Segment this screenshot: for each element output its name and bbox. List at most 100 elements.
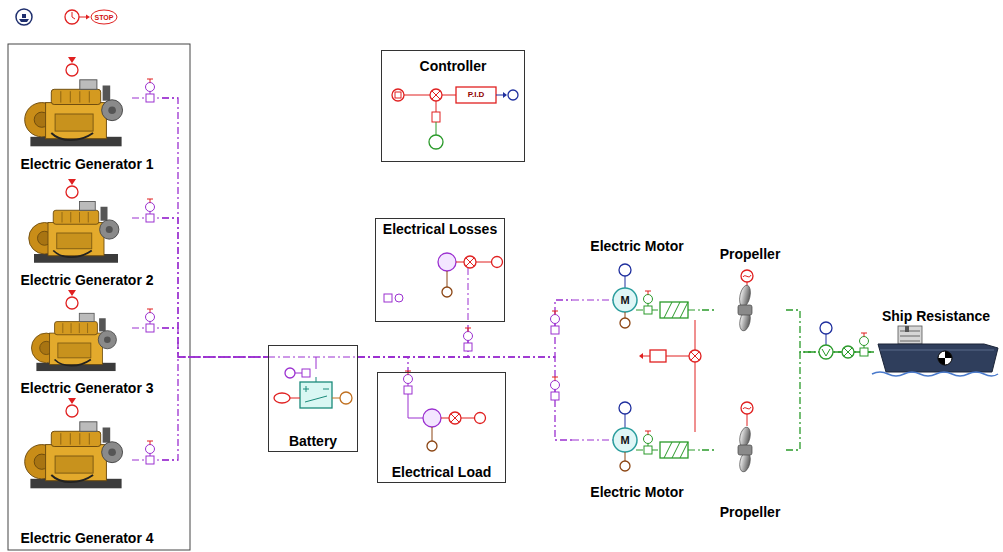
propeller-illustration bbox=[738, 426, 752, 448]
controller-pid-symbols bbox=[456, 87, 496, 103]
controller-pid-symbols bbox=[436, 101, 437, 112]
ship-illustration bbox=[905, 326, 909, 332]
node-title: Electric Generator 2 bbox=[20, 272, 153, 288]
propeller-illustration bbox=[738, 305, 752, 315]
load-symbols bbox=[461, 418, 474, 419]
ship-sensors bbox=[842, 346, 854, 358]
electric-bond bbox=[162, 98, 268, 357]
battery-symbols bbox=[340, 392, 352, 404]
controller-pid-symbols bbox=[404, 95, 430, 96]
ship-illustration bbox=[900, 341, 920, 342]
motor-symbols bbox=[680, 442, 688, 458]
controller-box: Controller bbox=[381, 50, 525, 162]
mechanical-bond bbox=[786, 352, 874, 450]
generator-illustration bbox=[66, 405, 78, 417]
ship-illustration bbox=[872, 372, 998, 376]
generator-illustration bbox=[146, 79, 155, 102]
motor-symbols bbox=[688, 450, 702, 451]
speed-feedback-symbols bbox=[695, 320, 696, 432]
electric-bond bbox=[162, 218, 268, 357]
generator-illustration bbox=[66, 297, 78, 309]
node-title: Battery bbox=[289, 433, 337, 449]
load-symbols bbox=[451, 414, 459, 422]
ship-illustration bbox=[945, 351, 952, 358]
generator-block: Electric Generator 1 bbox=[12, 56, 162, 174]
propeller-illustration bbox=[743, 407, 751, 409]
motor-symbols bbox=[613, 428, 637, 452]
load-symbols bbox=[432, 427, 433, 441]
losses-symbols bbox=[384, 294, 392, 302]
propeller-illustration bbox=[747, 414, 748, 426]
motor-symbol-letter: M bbox=[617, 292, 633, 308]
motor-symbols bbox=[625, 452, 626, 461]
propeller-illustration bbox=[741, 402, 753, 414]
ship-sensors bbox=[844, 348, 852, 356]
battery-symbols bbox=[295, 373, 302, 374]
losses-symbols bbox=[492, 257, 503, 268]
generator-illustration bbox=[132, 460, 178, 461]
stop-text: STOP bbox=[91, 12, 117, 22]
mechanical-bond bbox=[702, 449, 714, 450]
controller-pid-symbols bbox=[395, 92, 401, 98]
stop-time-icon bbox=[72, 12, 75, 19]
generator-illustration bbox=[31, 290, 178, 371]
motor-symbols bbox=[625, 312, 626, 318]
motor-symbols bbox=[625, 276, 626, 288]
propeller-block: Propeller bbox=[714, 418, 786, 522]
ship-illustration bbox=[880, 350, 994, 351]
generator-illustration bbox=[25, 422, 123, 489]
motor-symbols bbox=[660, 442, 688, 458]
motor-symbols bbox=[572, 440, 613, 441]
losses-symbols bbox=[466, 258, 474, 266]
speed-feedback-symbols bbox=[689, 350, 701, 362]
ship-illustration bbox=[900, 331, 920, 332]
speed-feedback-symbols bbox=[691, 352, 699, 360]
ship-illustration bbox=[938, 358, 945, 365]
generator-block: Electric Generator 4 bbox=[12, 400, 162, 548]
ship-illustration bbox=[872, 326, 998, 376]
motor-symbols bbox=[660, 302, 688, 318]
speed-feedback-symbols bbox=[650, 350, 666, 362]
motor-symbols bbox=[644, 431, 653, 454]
generator-illustration bbox=[31, 313, 116, 371]
battery-symbols bbox=[305, 396, 327, 402]
propeller-illustration bbox=[741, 270, 753, 282]
speed-feedback-symbols bbox=[666, 356, 689, 357]
losses-symbols bbox=[395, 294, 403, 302]
electric-bond bbox=[358, 357, 408, 372]
propeller-illustration bbox=[738, 284, 752, 308]
ship-illustration bbox=[898, 326, 922, 344]
electric-bond bbox=[162, 357, 268, 460]
battery-symbols bbox=[323, 389, 329, 390]
motor-symbols bbox=[672, 442, 680, 458]
losses-symbols bbox=[464, 256, 476, 268]
losses-symbols bbox=[464, 328, 473, 351]
generator-block: Electric Generator 3 bbox=[12, 292, 162, 398]
node-title: Electric Generator 3 bbox=[20, 380, 153, 396]
motor-block: Electric Motor bbox=[572, 418, 702, 502]
motor-symbols bbox=[620, 461, 630, 471]
generator-illustration bbox=[68, 398, 76, 404]
ship-illustration bbox=[878, 344, 998, 372]
motor-symbols bbox=[619, 264, 631, 276]
generator-illustration bbox=[146, 441, 155, 464]
ship-block: Ship Resistance bbox=[874, 306, 998, 382]
motor-symbols bbox=[672, 302, 680, 318]
generator-illustration bbox=[66, 186, 78, 198]
controller-block-name: P.I.D bbox=[456, 87, 496, 103]
propeller-block: Propeller bbox=[714, 244, 786, 332]
battery-symbols bbox=[274, 393, 290, 403]
generator-block: Electric Generator 2 bbox=[12, 176, 162, 290]
controller-pid-symbols bbox=[503, 92, 507, 98]
node-title: Controller bbox=[420, 58, 487, 74]
battery-symbols bbox=[268, 357, 358, 408]
node-title: Electric Generator 4 bbox=[20, 530, 153, 546]
motor-symbol-letter: M bbox=[617, 432, 633, 448]
generator-illustration bbox=[132, 218, 178, 219]
generator-illustration bbox=[68, 290, 76, 296]
controller-pid-symbols bbox=[429, 135, 443, 149]
stop-time-icon bbox=[65, 10, 117, 24]
ship-illustration bbox=[900, 336, 920, 337]
motor-symbols bbox=[625, 414, 626, 428]
